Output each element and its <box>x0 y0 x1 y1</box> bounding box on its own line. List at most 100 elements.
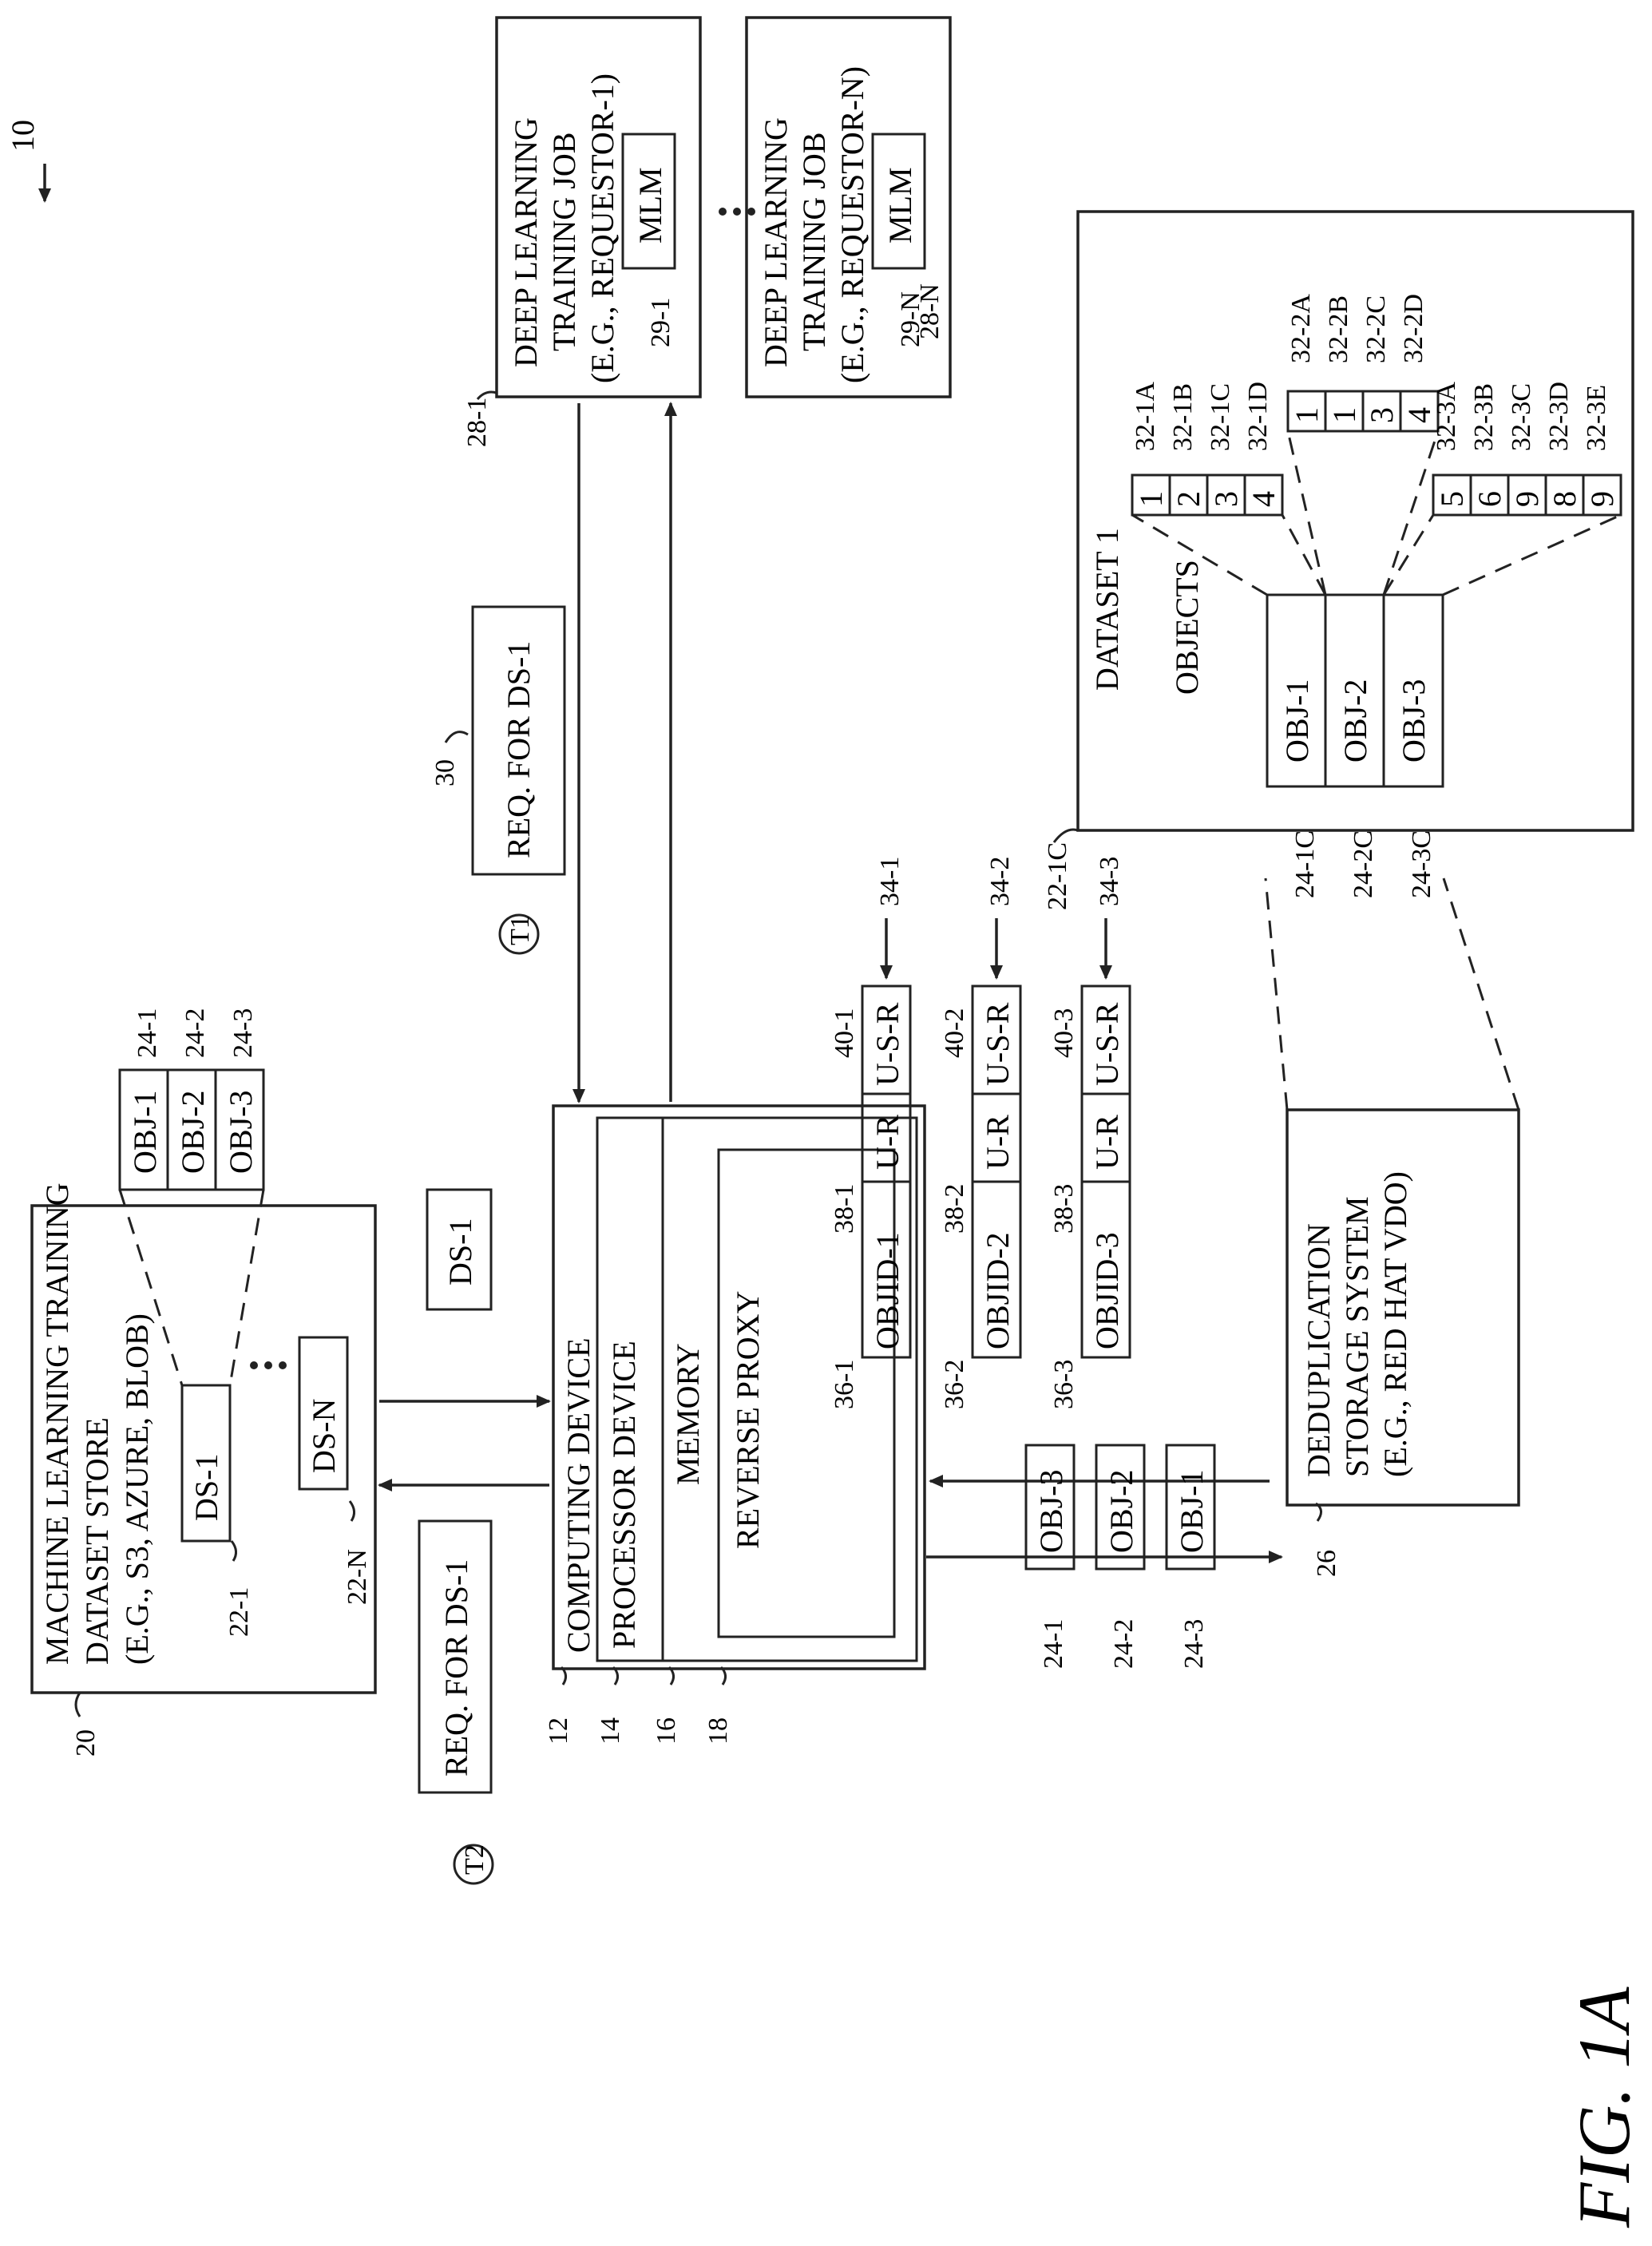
record-2-ur-ref: 38-2 <box>940 1184 969 1234</box>
record-3-ur-ref: 38-3 <box>1049 1184 1079 1234</box>
record-1-objid-ref: 36-1 <box>830 1360 859 1409</box>
chunk-2a-ref: 32-2A <box>1286 294 1316 363</box>
detail-obj-1-ref: 24-1C <box>1290 830 1320 898</box>
processor-device-ref: 14 <box>596 1717 625 1745</box>
store-obj-1-label: OBJ-1 <box>127 1091 163 1174</box>
ds-ellipsis-dot-1 <box>250 1361 258 1369</box>
ds1-return-label: DS-1 <box>442 1218 478 1285</box>
t1-label: T1 <box>505 915 535 945</box>
training-job-n-line-1: DEEP LEARNING <box>758 117 794 367</box>
jobs-ellipsis-dot-3 <box>747 208 755 216</box>
chunk-1a: 1 <box>1133 491 1169 507</box>
detail-obj-2-label: OBJ-2 <box>1337 679 1373 763</box>
ds-1-leader <box>232 1541 236 1561</box>
computing-device-ref: 12 <box>544 1717 573 1745</box>
chunk-1d: 4 <box>1246 491 1282 507</box>
ds-1-ref: 22-1 <box>224 1587 254 1637</box>
jobs-ellipsis-dot-2 <box>733 208 741 216</box>
chunk-1b-ref: 32-1B <box>1168 383 1198 451</box>
record-1-usr-ref: 40-1 <box>830 1008 859 1058</box>
record-1-objid: OBJID-1 <box>870 1232 905 1349</box>
loose-obj-2-label: OBJ-2 <box>1103 1470 1139 1553</box>
store-obj-3-ref: 24-3 <box>228 1008 258 1058</box>
record-3-usr: U-S-R <box>1089 1002 1125 1086</box>
ds-n-leader <box>350 1501 355 1521</box>
dataset-detail: 22-1C DATASET 1 OBJECTS OBJ-1 OBJ-2 OBJ-… <box>1043 212 1633 910</box>
ds-ellipsis-dot-2 <box>264 1361 272 1369</box>
jobs-ellipsis-dot-1 <box>719 208 727 216</box>
detail-obj-2-ref: 24-2C <box>1349 830 1378 898</box>
chunk-3a: 5 <box>1434 491 1470 507</box>
chunk-2a: 1 <box>1289 407 1325 423</box>
dataset-detail-title: DATASET 1 <box>1089 528 1125 691</box>
reverse-proxy-label: REVERSE PROXY <box>730 1291 766 1549</box>
training-job-1-line-2: TRAINING JOB <box>546 133 582 351</box>
store-obj-1-ref: 24-1 <box>133 1008 162 1058</box>
chunk-3e-ref: 32-3E <box>1582 385 1611 451</box>
request-t2: REQ. FOR DS-1 T2 <box>419 1521 493 1884</box>
loose-obj-3-label: OBJ-1 <box>1174 1470 1210 1553</box>
store-obj-2-label: OBJ-2 <box>175 1091 211 1174</box>
record-3-ur: U-R <box>1089 1115 1125 1170</box>
request-t1-leader <box>446 732 468 743</box>
dataset-store-section: 20 MACHINE LEARNING TRAINING DATASET STO… <box>32 1008 375 1757</box>
chunk-3c-ref: 32-3C <box>1507 383 1536 451</box>
ds-n-ref: 22-N <box>343 1549 372 1605</box>
ds-1-label: DS-1 <box>188 1454 224 1521</box>
store-obj-3-label: OBJ-3 <box>223 1091 259 1174</box>
chunk-3e: 9 <box>1584 491 1620 507</box>
training-job-n: DEEP LEARNING TRAINING JOB (E.G., REQUES… <box>747 18 950 397</box>
chunk-2b-ref: 32-2B <box>1324 295 1353 363</box>
dataset-detail-leader <box>1054 830 1078 842</box>
ds-ellipsis-dot-3 <box>279 1361 287 1369</box>
request-t2-label: REQ. FOR DS-1 <box>438 1559 474 1777</box>
dataset-detail-objects-label: OBJECTS <box>1169 560 1205 695</box>
record-3-ref: 34-3 <box>1095 857 1124 906</box>
dedup-dash-left <box>1266 878 1287 1110</box>
ref-ten: 10 <box>5 120 41 152</box>
record-3-objid-ref: 36-3 <box>1049 1360 1079 1409</box>
chunk-2b: 1 <box>1326 407 1362 423</box>
dedup-storage-line-2: STORAGE SYSTEM <box>1339 1196 1375 1477</box>
chunk-group-3-dash-b <box>1443 515 1621 595</box>
training-job-n-line-2: TRAINING JOB <box>796 133 832 351</box>
mlm-1-label: MLM <box>632 167 668 244</box>
record-2-usr-ref: 40-2 <box>940 1008 969 1058</box>
detail-obj-3-ref: 24-3C <box>1407 830 1436 898</box>
chunk-2c: 3 <box>1364 407 1400 423</box>
memory-ref: 16 <box>652 1717 681 1745</box>
dataset-store-title-1: MACHINE LEARNING TRAINING <box>39 1182 75 1665</box>
dataset-store-ref-leader <box>76 1693 80 1717</box>
record-2-usr: U-S-R <box>980 1002 1016 1086</box>
chunk-2d-ref: 32-2D <box>1399 294 1428 363</box>
dataset-store-ref: 20 <box>71 1729 101 1757</box>
loose-obj-1-label: OBJ-3 <box>1033 1470 1069 1553</box>
training-job-1-line-3: (E.G., REQUESTOR-1) <box>584 73 620 383</box>
chunk-1a-ref: 32-1A <box>1131 382 1160 451</box>
request-t1-ref: 30 <box>430 759 460 786</box>
detail-obj-1-label: OBJ-1 <box>1279 679 1315 763</box>
detail-obj-3-label: OBJ-3 <box>1396 679 1432 763</box>
request-t1-label: REQ. FOR DS-1 <box>501 641 537 858</box>
record-2-ref: 34-2 <box>985 857 1015 906</box>
memory-label: MEMORY <box>670 1343 706 1485</box>
dedup-storage-line-1: DEDUPLICATION <box>1301 1223 1337 1477</box>
training-job-1: DEEP LEARNING TRAINING JOB (E.G., REQUES… <box>462 18 700 447</box>
dataset-store-title-3: (E.G., S3, AZURE, BLOB) <box>119 1313 155 1665</box>
dedup-storage-ref: 26 <box>1312 1550 1341 1577</box>
chunk-group-1-dash-b <box>1282 515 1325 595</box>
request-t1: REQ. FOR DS-1 30 T1 <box>430 607 565 953</box>
chunk-group-2-dash-b <box>1384 431 1438 595</box>
training-job-n-line-3: (E.G., REQUESTOR-N) <box>834 66 870 383</box>
ds-n-label: DS-N <box>306 1399 342 1473</box>
record-3-objid: OBJID-3 <box>1089 1232 1125 1349</box>
record-2-objid: OBJID-2 <box>980 1232 1016 1349</box>
record-1-ur-ref: 38-1 <box>830 1184 859 1234</box>
record-1-usr: U-S-R <box>870 1002 905 1086</box>
record-2-objid-ref: 36-2 <box>940 1360 969 1409</box>
record-2-ur: U-R <box>980 1115 1016 1170</box>
chunk-3d-ref: 32-3D <box>1544 382 1574 451</box>
loose-obj-1-ref: 24-1 <box>1039 1619 1068 1669</box>
chunk-3a-ref: 32-3A <box>1432 382 1461 451</box>
